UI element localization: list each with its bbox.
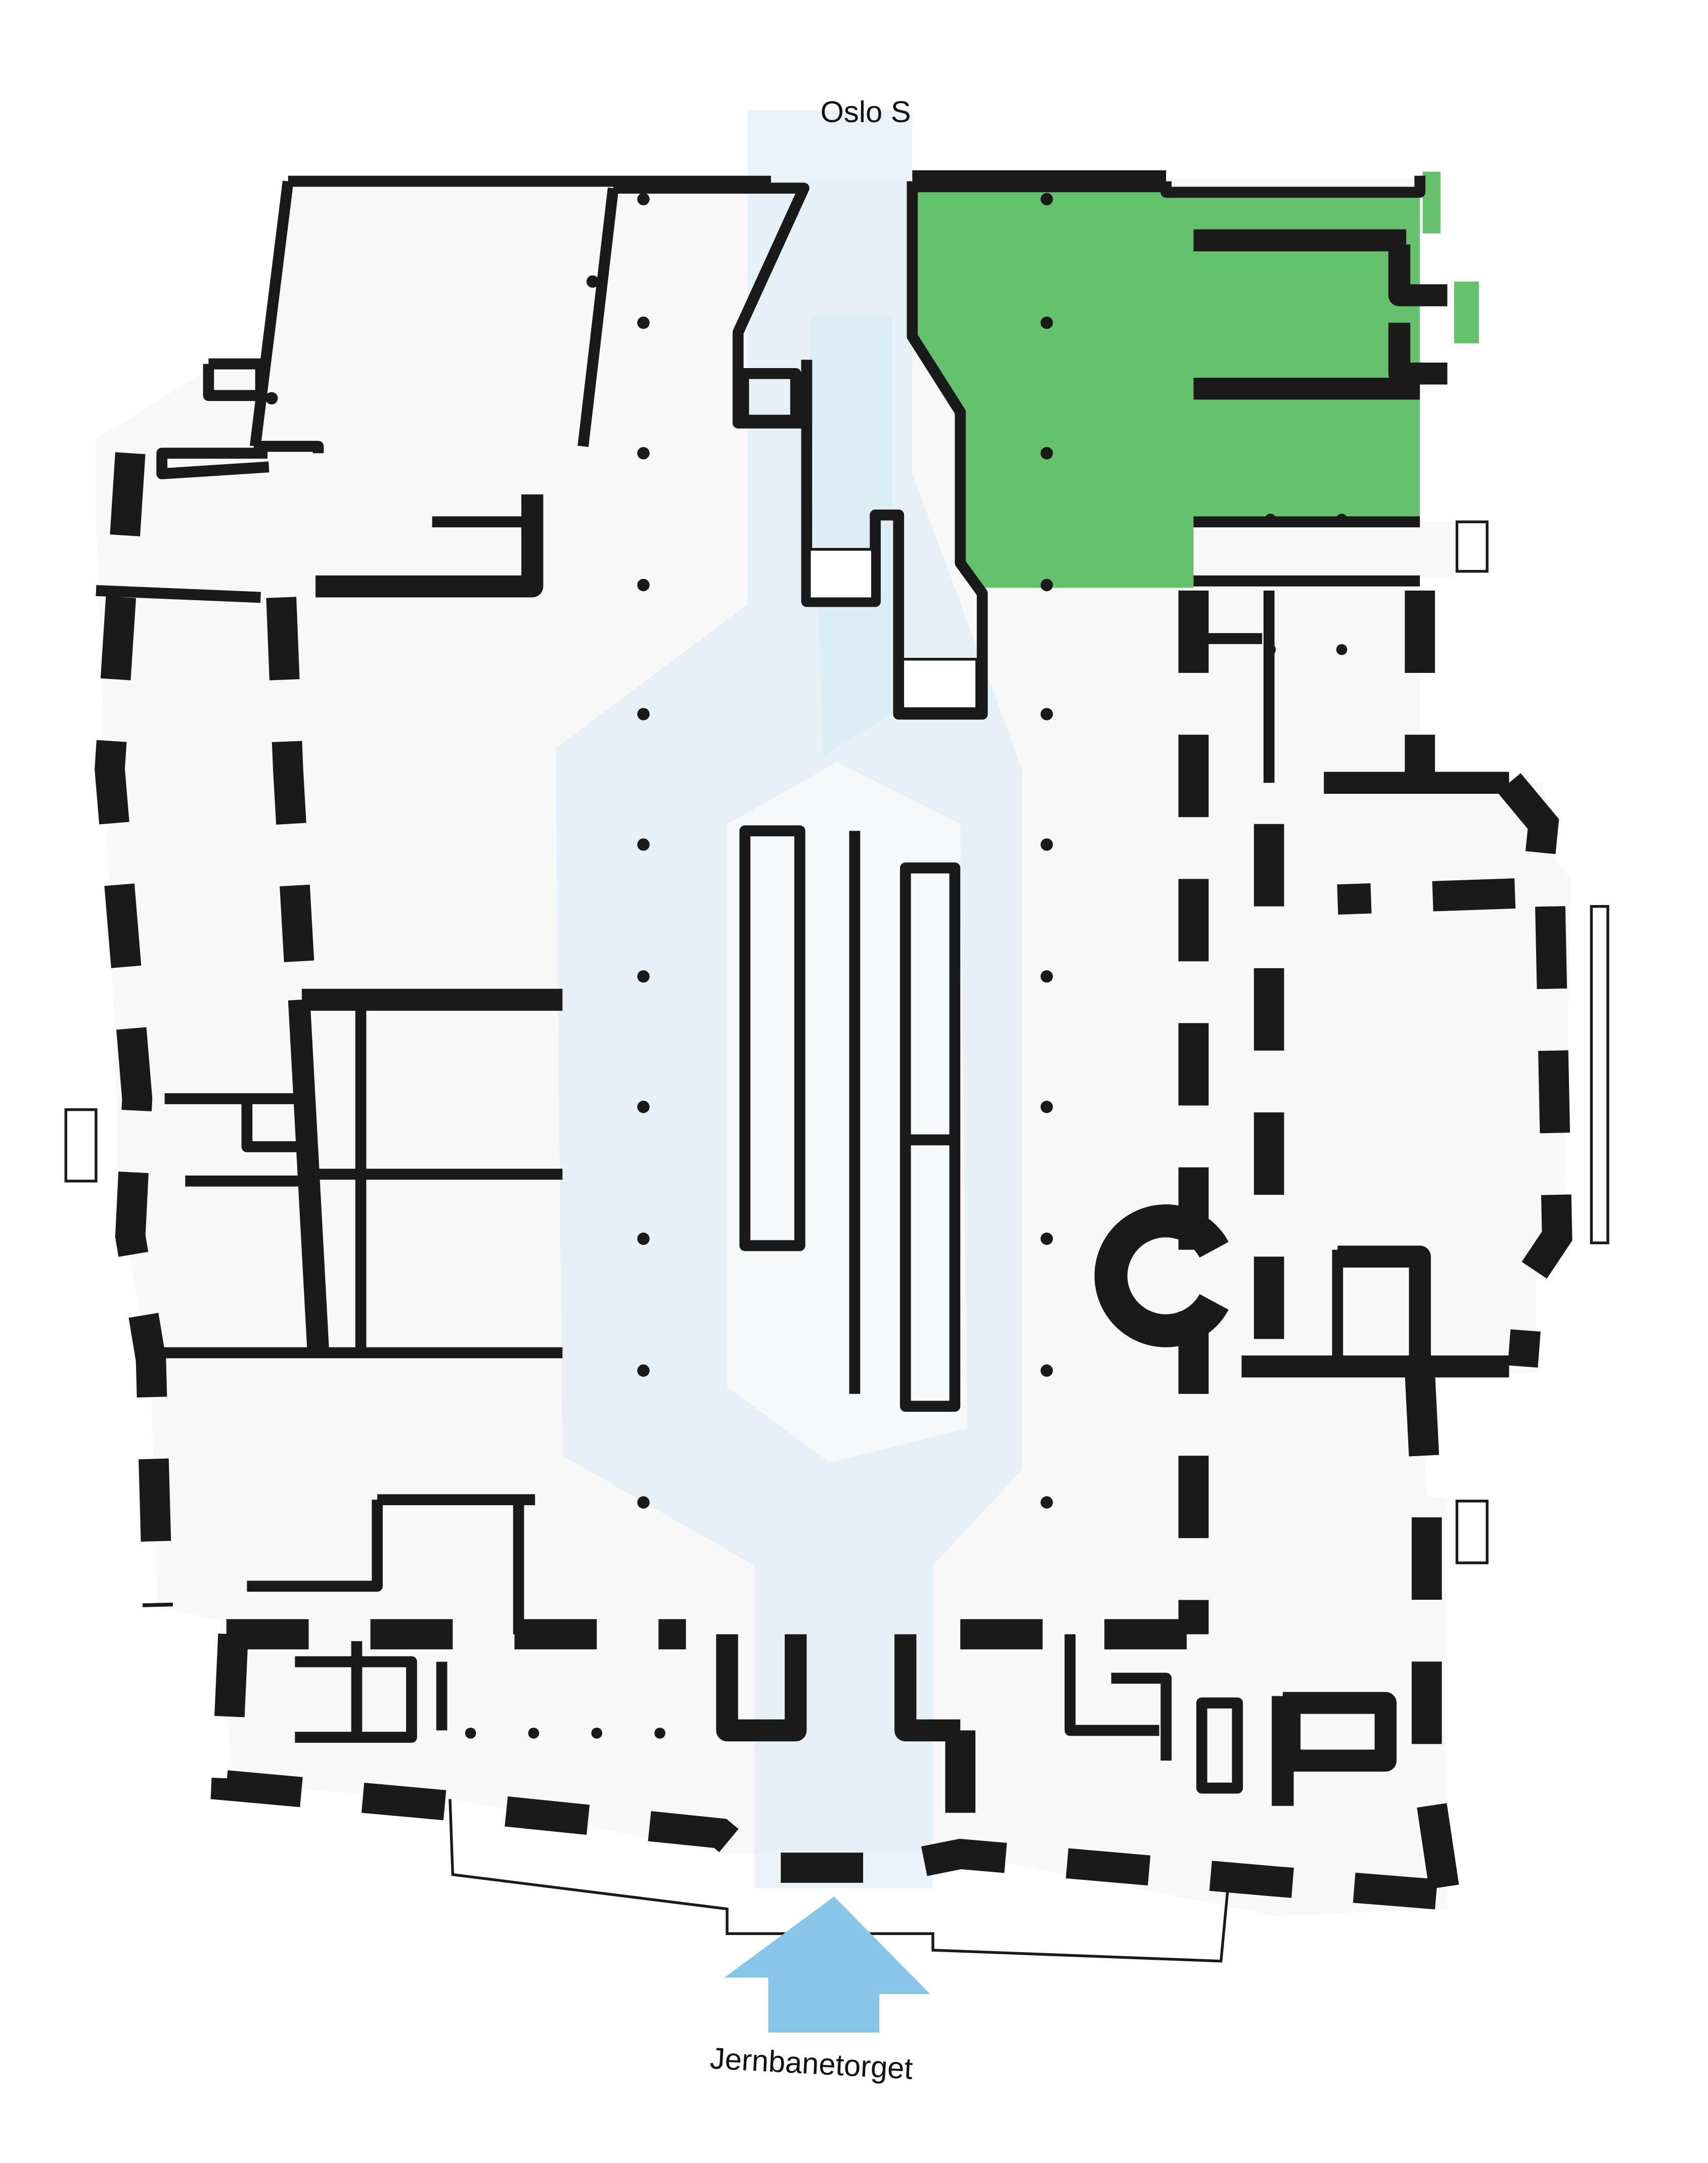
stairs <box>64 520 1609 1963</box>
map-label-bottom: Jernbanetorget <box>709 2041 914 2086</box>
green-zone[interactable] <box>912 171 1479 588</box>
outer-walls <box>95 170 1572 1911</box>
map-label-top: Oslo S <box>821 95 911 129</box>
interior-rooms <box>739 825 961 1412</box>
columns <box>265 193 1347 1739</box>
arrow-up-icon <box>724 1897 930 2033</box>
